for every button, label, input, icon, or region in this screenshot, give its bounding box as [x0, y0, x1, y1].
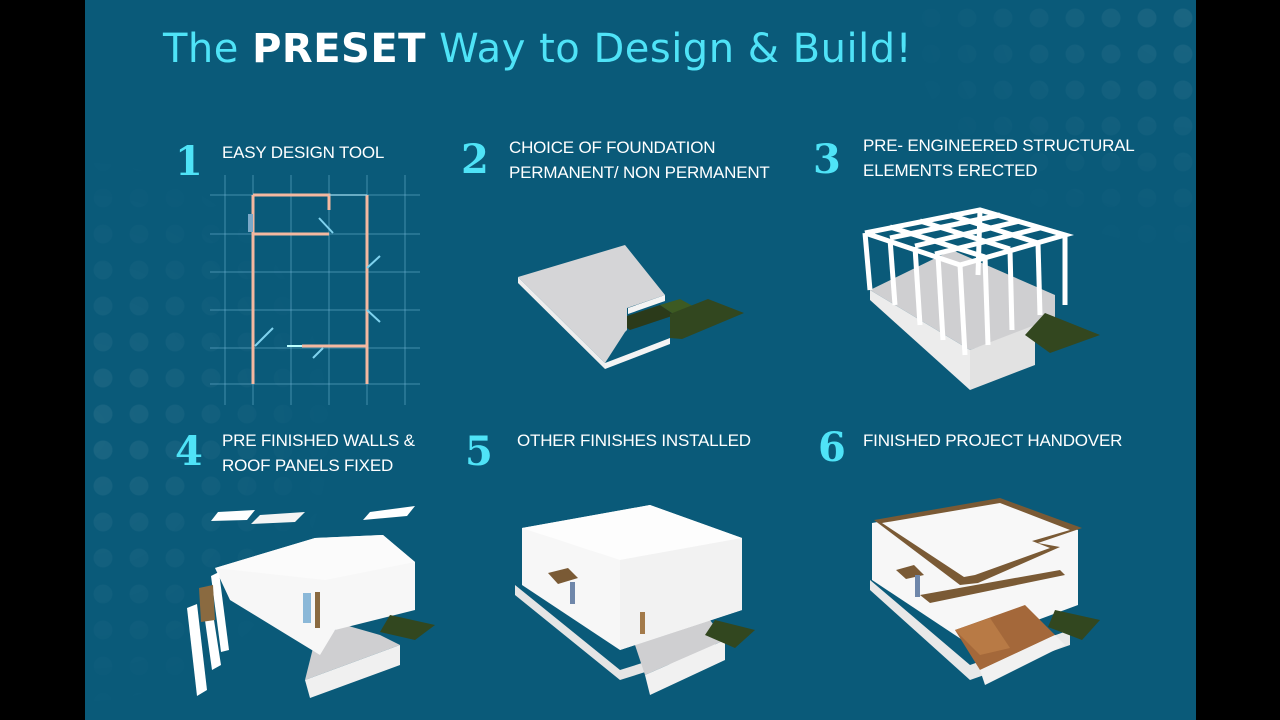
step-5-label: OTHER FINISHES INSTALLED	[517, 431, 751, 450]
foundation-slab-icon	[518, 245, 744, 369]
step-3-label: PRE- ENGINEERED STRUCTURAL ELEMENTS EREC…	[863, 136, 1135, 180]
step-3-number: 3	[813, 136, 841, 183]
step-1-number: 1	[175, 138, 203, 185]
step-2-number: 2	[461, 136, 489, 183]
step-6-number: 6	[818, 424, 846, 471]
brand-name: PRESET	[252, 26, 426, 72]
page-title: The PRESET Way to Design & Build!	[163, 26, 913, 72]
completed-house-icon	[870, 498, 1100, 685]
step-6-label: FINISHED PROJECT HANDOVER	[863, 431, 1123, 450]
step-4-number: 4	[175, 428, 203, 475]
step-1-label: EASY DESIGN TOOL	[222, 143, 385, 162]
infographic-panel: The PRESET Way to Design & Build! 1 EASY…	[85, 0, 1196, 720]
step-4-label: PRE FINISHED WALLS & ROOF PANELS FIXED	[222, 431, 415, 475]
structural-frame-icon	[862, 207, 1100, 390]
finished-shell-icon	[515, 505, 755, 695]
wall-roof-panels-icon	[187, 506, 435, 698]
step-2-label: CHOICE OF FOUNDATION PERMANENT/ NON PERM…	[509, 138, 770, 182]
floor-plan-drawing-icon	[210, 175, 420, 405]
step-5-number: 5	[465, 428, 493, 475]
